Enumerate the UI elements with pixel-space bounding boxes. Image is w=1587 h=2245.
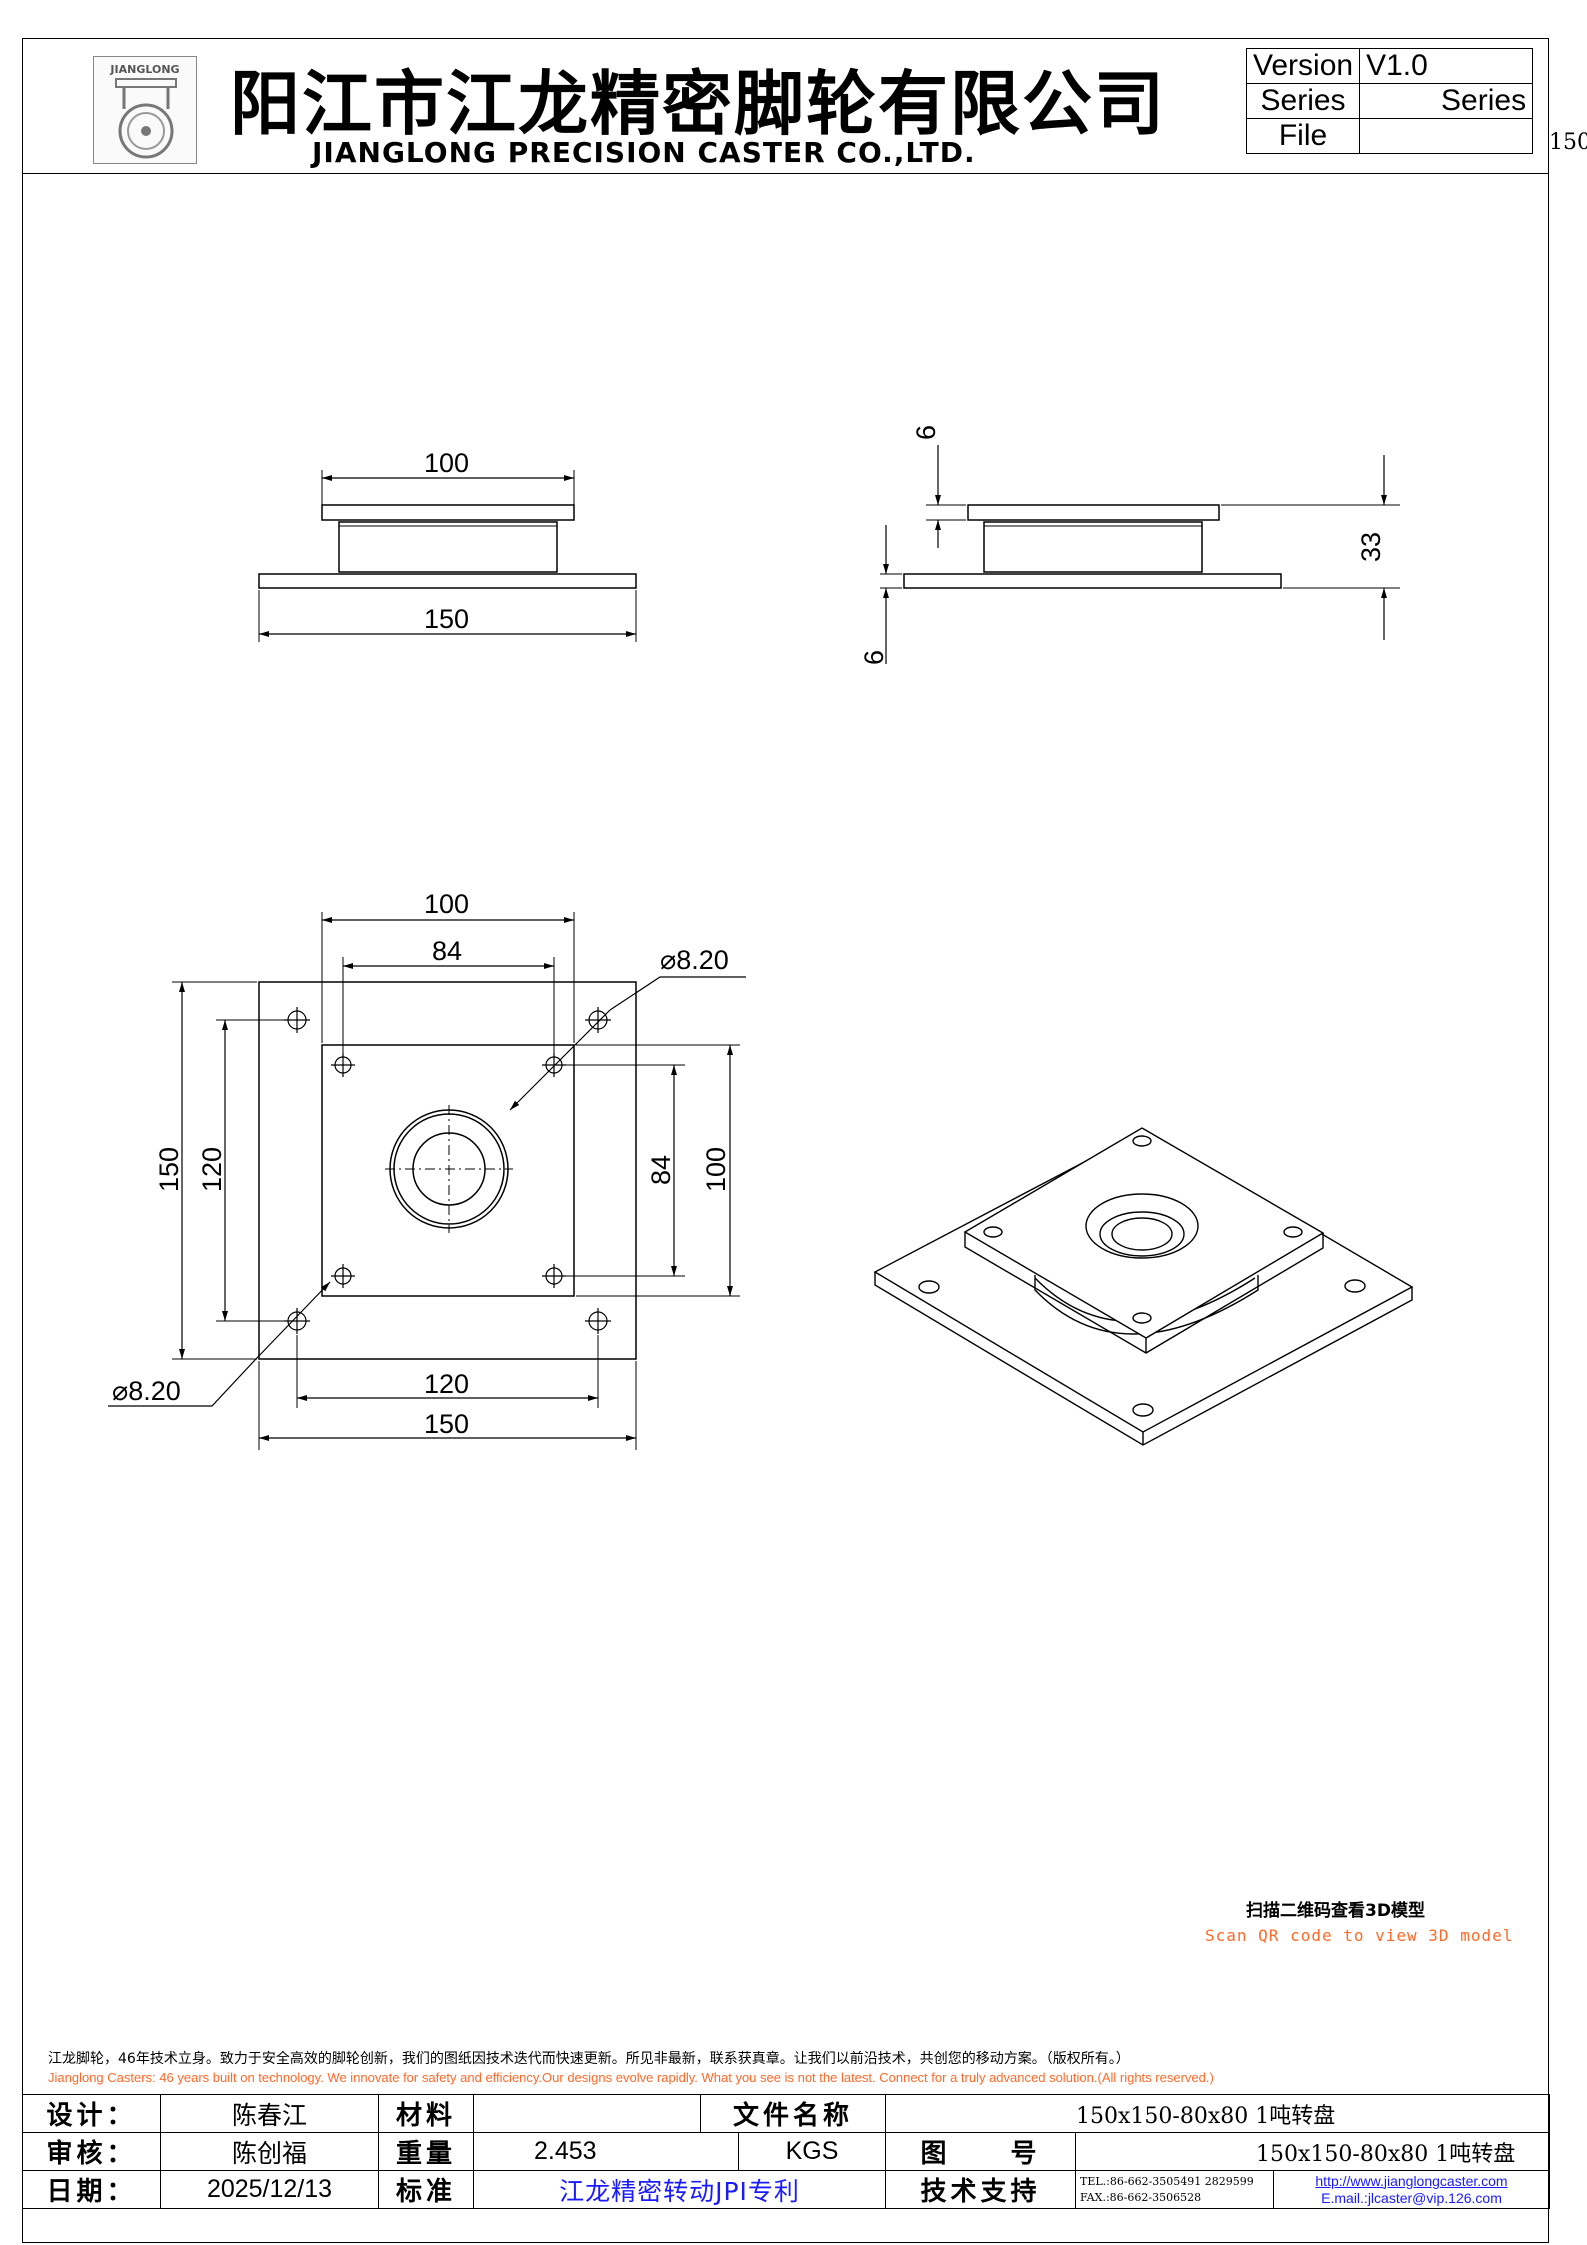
- series-value: Series: [1359, 83, 1534, 119]
- company-name-en: JIANGLONG PRECISION CASTER CO.,LTD.: [312, 136, 976, 169]
- weight-unit: KGS: [738, 2132, 886, 2171]
- dim-plan-hole-bottom: ⌀8.20: [112, 1376, 181, 1406]
- notice-cn: 江龙脚轮，46年技术立身。致力于安全高效的脚轮创新，我们的图纸因技术迭代而快速更…: [48, 2051, 1130, 2067]
- date-value: 2025/12/13: [160, 2170, 379, 2209]
- isometric-view: [873, 1127, 1414, 1446]
- support-label: 技术支持: [885, 2170, 1076, 2209]
- dim-side-bottom-plate: 6: [859, 650, 889, 665]
- review-label: 审核：: [22, 2132, 161, 2171]
- file-name-value: 150x150-80x80 1吨转盘: [885, 2094, 1550, 2133]
- qr-caption-en: Scan QR code to view 3D model: [1205, 1926, 1514, 1945]
- file-value: [1359, 118, 1534, 154]
- side-label: 150: [1549, 130, 1587, 155]
- plan-view: [108, 912, 746, 1450]
- dim-plan-right-outer: 100: [701, 1147, 731, 1192]
- material-value: [473, 2094, 701, 2133]
- qr-caption-cn: 扫描二维码查看3D模型: [1246, 1901, 1425, 1921]
- side-view: [880, 445, 1400, 664]
- caster-wheel-icon: [115, 78, 177, 159]
- weight-label: 重量: [378, 2132, 474, 2171]
- date-label: 日期：: [22, 2170, 161, 2209]
- notice-en: Jianglong Casters: 46 years built on tec…: [48, 2070, 1214, 2085]
- logo-text: JIANGLONG: [110, 63, 180, 76]
- company-name-cn: 阳江市江龙精密脚轮有限公司: [230, 63, 1166, 145]
- dim-plan-top-inner: 84: [432, 936, 462, 966]
- dim-plan-left-inner: 120: [197, 1147, 227, 1192]
- material-label: 材料: [378, 2094, 474, 2133]
- weight-value: 2.453: [473, 2132, 739, 2171]
- drawing-frame: [22, 38, 1549, 2243]
- standard-value: 江龙精密转动JPI专利: [473, 2170, 886, 2209]
- series-label: Series: [1245, 83, 1361, 119]
- file-name-label: 文件名称: [700, 2094, 886, 2133]
- contact-phone: TEL.:86-662-3505491 2829599 FAX.:86-662-…: [1075, 2170, 1274, 2209]
- file-label: File: [1245, 118, 1361, 154]
- design-value: 陈春江: [160, 2094, 379, 2133]
- drawing-no-value: 150x150-80x80 1吨转盘: [1075, 2132, 1550, 2171]
- contact-web: http://www.jianglongcaster.com E.mail.:j…: [1273, 2170, 1550, 2209]
- title-block: 设计： 陈春江 材料 文件名称 150x150-80x80 1吨转盘 审核： 陈…: [22, 2094, 1550, 2209]
- tel-text: TEL.:86-662-3505491 2829599: [1080, 2174, 1254, 2188]
- website-link[interactable]: http://www.jianglongcaster.com: [1315, 2172, 1508, 2189]
- dim-plan-left-outer: 150: [154, 1147, 184, 1192]
- dim-front-top: 100: [424, 448, 469, 478]
- design-label: 设计：: [22, 2094, 161, 2133]
- company-logo: JIANGLONG: [93, 56, 197, 164]
- header-divider: [22, 173, 1549, 174]
- dim-side-height: 33: [1356, 532, 1386, 562]
- review-value: 陈创福: [160, 2132, 379, 2171]
- drawing-no-label: 图 号: [885, 2132, 1076, 2171]
- email-link[interactable]: E.mail.:jlcaster@vip.126.com: [1321, 2189, 1502, 2206]
- dim-plan-top-outer: 100: [424, 889, 469, 919]
- fax-text: FAX.:86-662-3506528: [1080, 2190, 1202, 2204]
- front-view: [258, 470, 637, 642]
- dim-plan-bottom-inner: 120: [424, 1369, 469, 1399]
- standard-label: 标准: [378, 2170, 474, 2209]
- dim-plan-bottom-outer: 150: [424, 1409, 469, 1439]
- dim-plan-right-inner: 84: [646, 1155, 676, 1185]
- version-value: V1.0: [1359, 48, 1534, 84]
- version-label: Version: [1245, 48, 1361, 84]
- version-table: Version V1.0 Series Series File: [1245, 48, 1534, 154]
- dim-side-top-plate: 6: [911, 425, 941, 440]
- dim-plan-hole-top: ⌀8.20: [660, 945, 729, 975]
- dim-front-base: 150: [424, 604, 469, 634]
